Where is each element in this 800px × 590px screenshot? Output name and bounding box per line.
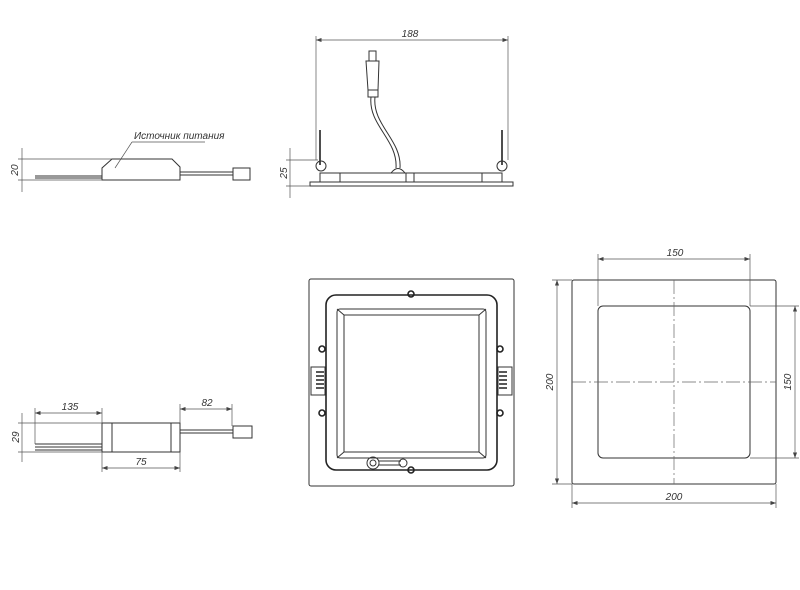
dim-width-188: 188 [402,29,419,40]
panel-back-view [308,278,515,487]
panel-side-view: 188 25 [279,29,514,198]
dim-body-75: 75 [135,457,147,468]
power-supply-label: Источник питания [134,131,225,142]
dim-height-25: 25 [279,167,290,180]
dim-outer-width-200: 200 [665,492,683,503]
spring-right [497,366,513,396]
dim-height-29: 29 [11,431,22,444]
cable-connector [366,456,380,470]
dim-cutout-height-150: 150 [783,373,794,390]
dim-height-20: 20 [10,164,21,177]
power-supply-top-view: 135 82 29 75 [11,398,253,472]
dim-wire-135: 135 [62,402,79,413]
power-supply-side-view: Источник питания 20 [10,131,251,192]
dim-cutout-width-150: 150 [667,248,684,259]
panel-front-view: 150 200 150 200 [545,248,799,508]
dim-cable-82: 82 [201,398,213,409]
dim-outer-height-200: 200 [545,373,556,391]
screws [318,290,504,474]
spring-left [310,366,326,396]
